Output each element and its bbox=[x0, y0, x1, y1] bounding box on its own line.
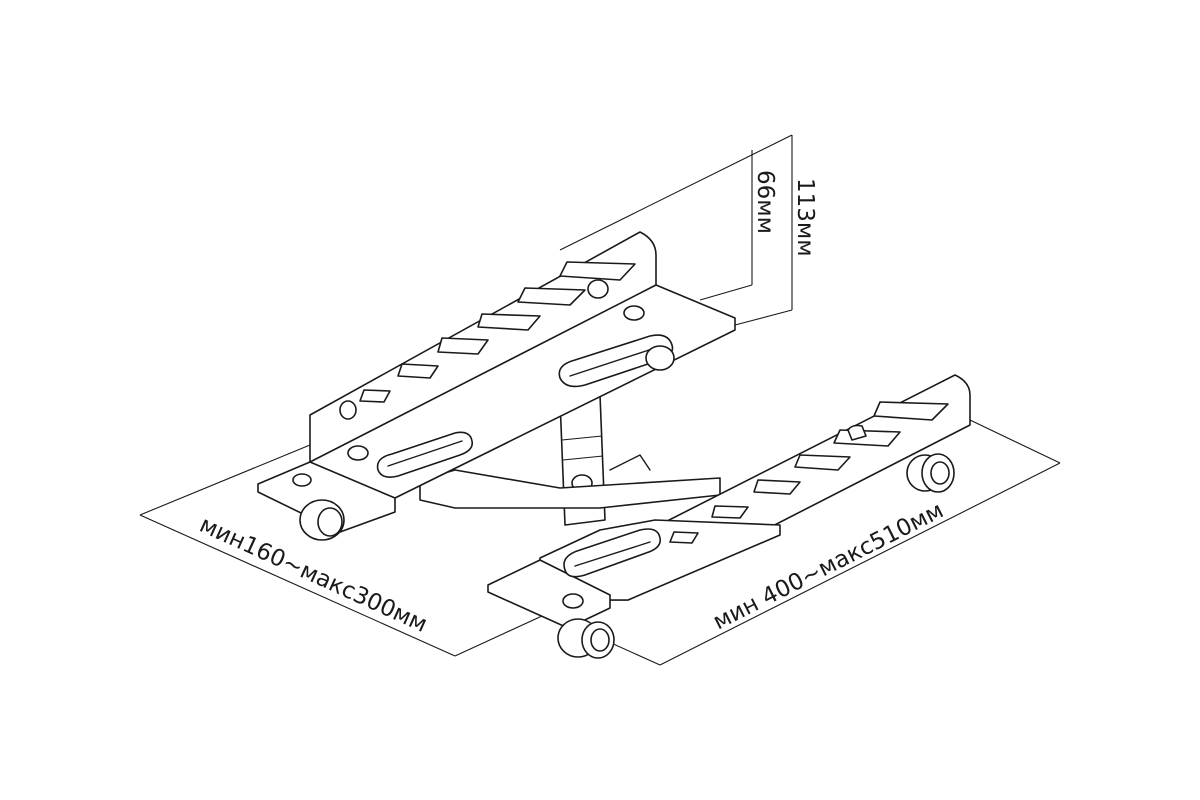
caster-wheel bbox=[645, 345, 675, 371]
right-wheels bbox=[557, 453, 955, 659]
right-front-foot bbox=[487, 559, 611, 629]
cross-linkage bbox=[419, 394, 721, 526]
foot-hole bbox=[562, 593, 584, 609]
right-bracket bbox=[487, 374, 971, 629]
dim-113-extension bbox=[734, 309, 793, 326]
dim-width-ext-top bbox=[139, 444, 311, 516]
dim-66-extension bbox=[699, 284, 753, 301]
wall-cutout bbox=[517, 287, 586, 306]
plate-hole bbox=[623, 305, 645, 321]
wall-cutout bbox=[711, 505, 749, 519]
wall-knob bbox=[339, 400, 357, 420]
wall-knob bbox=[847, 424, 867, 441]
wall-cutout bbox=[753, 479, 801, 495]
plate-slot bbox=[563, 528, 662, 578]
dim-length-line bbox=[659, 462, 1061, 666]
plate-hole bbox=[347, 445, 369, 461]
left-wheels bbox=[299, 345, 675, 541]
wall-cutout bbox=[559, 261, 636, 281]
dim-top-extension bbox=[559, 134, 793, 251]
wall-cutout bbox=[873, 401, 949, 421]
wall-cutout bbox=[794, 454, 851, 471]
dimension-lines bbox=[139, 134, 1061, 666]
wall-cutout bbox=[833, 429, 901, 447]
dim-width-ext-bottom bbox=[454, 609, 556, 657]
caster-hub bbox=[317, 507, 343, 537]
dim-width-line bbox=[139, 514, 456, 657]
caster-hub bbox=[930, 461, 950, 485]
dim-length-ext-right bbox=[969, 419, 1061, 464]
wall-cutout bbox=[437, 337, 489, 355]
plate-slot bbox=[376, 431, 474, 478]
caster-hub bbox=[590, 628, 610, 652]
label-66mm: 66мм bbox=[752, 170, 778, 234]
foot-hole bbox=[292, 473, 312, 487]
label-113mm: 113мм bbox=[792, 178, 818, 257]
left-bracket bbox=[257, 231, 736, 533]
wall-cutout bbox=[397, 363, 439, 379]
wall-cutout bbox=[359, 389, 391, 403]
wall-cutout bbox=[477, 313, 541, 331]
wall-cutout bbox=[669, 531, 699, 544]
wall-knob bbox=[587, 279, 609, 299]
